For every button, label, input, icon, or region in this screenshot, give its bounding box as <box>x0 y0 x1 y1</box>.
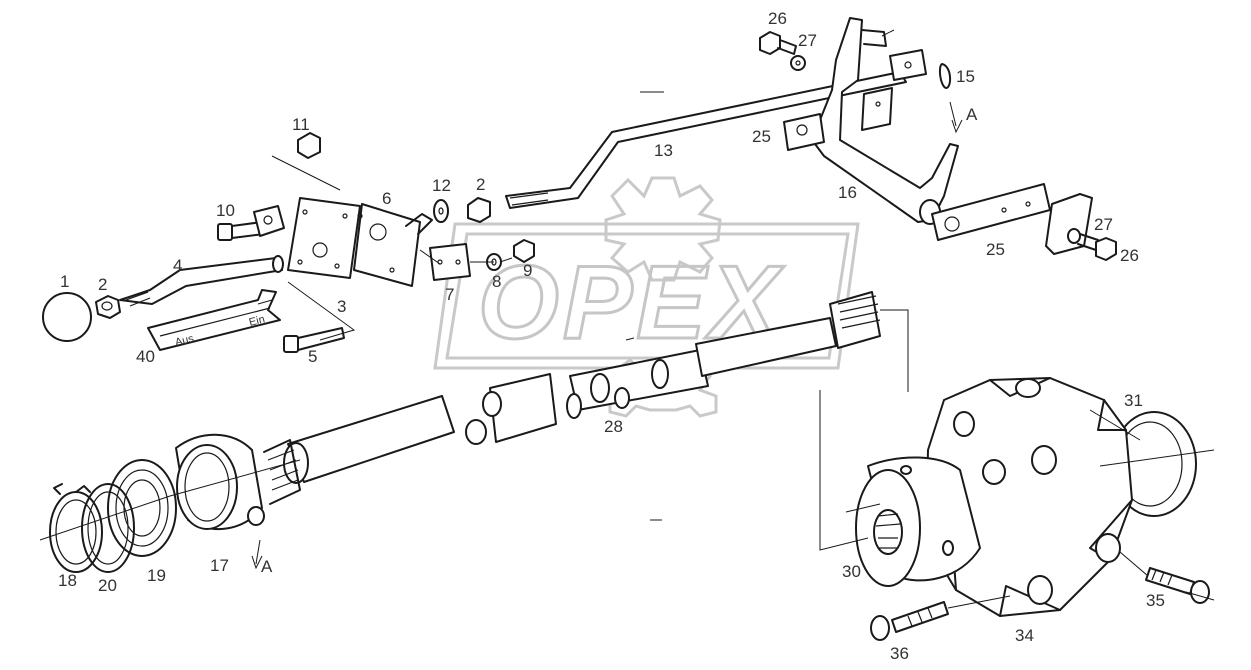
label-16: 16 <box>838 183 857 202</box>
part-17-housing <box>175 433 301 531</box>
label-a-top: A <box>966 105 978 124</box>
part-1-knob <box>42 292 92 342</box>
part-18-circlip <box>49 483 103 573</box>
label-3: 3 <box>337 297 346 316</box>
part-2-nut-right <box>467 197 491 223</box>
part-36-bolt <box>870 601 949 641</box>
label-a-bottom: A <box>261 557 273 576</box>
label-27-lower: 27 <box>1094 215 1113 234</box>
label-25-upper: 25 <box>752 127 771 146</box>
label-20: 20 <box>98 576 117 595</box>
label-30: 30 <box>842 562 861 581</box>
label-18: 18 <box>58 571 77 590</box>
label-1: 1 <box>60 272 69 291</box>
label-35: 35 <box>1146 591 1165 610</box>
label-2-right: 2 <box>476 175 485 194</box>
callout-labels: 1 2 4 40 10 11 3 5 6 12 2 7 8 9 13 26 27… <box>58 9 1165 663</box>
part-28-shaft <box>283 291 881 484</box>
label-10: 10 <box>216 201 235 220</box>
part-10-bolt <box>217 205 285 241</box>
label-34: 34 <box>1015 626 1034 645</box>
leader-lines <box>39 29 1215 609</box>
label-4: 4 <box>173 256 182 275</box>
part-11-nut <box>297 132 321 159</box>
part-5-bolt <box>283 327 345 353</box>
label-7: 7 <box>445 285 454 304</box>
part-27-washer-top <box>790 55 806 71</box>
scale-label-ein: Ein <box>248 313 266 328</box>
label-27-top: 27 <box>798 31 817 50</box>
part-13-rod <box>505 71 907 209</box>
part-31-ring <box>1111 411 1197 517</box>
label-11: 11 <box>292 115 310 134</box>
label-36: 36 <box>890 644 909 663</box>
part-15-clip <box>938 63 952 89</box>
part-4-rod <box>119 255 284 307</box>
label-40: 40 <box>136 347 155 366</box>
part-26-bolt-lower <box>1077 233 1117 261</box>
label-8: 8 <box>492 272 501 291</box>
label-28: 28 <box>604 417 623 436</box>
label-15: 15 <box>956 67 975 86</box>
part-9-nut <box>513 239 535 263</box>
part-25-plate-upper <box>783 113 825 151</box>
label-26-lower: 26 <box>1120 246 1139 265</box>
part-12-washer <box>433 199 449 223</box>
part-40-scale-plate: Aus Ein <box>147 289 281 351</box>
part-6-bracket <box>353 203 433 287</box>
label-6: 6 <box>382 189 391 208</box>
label-2-left: 2 <box>98 275 107 294</box>
part-7-bracket <box>429 243 471 281</box>
label-25-lower: 25 <box>986 240 1005 259</box>
label-13: 13 <box>654 141 673 160</box>
part-16-lever <box>811 17 959 225</box>
label-5: 5 <box>308 347 317 366</box>
label-17: 17 <box>210 556 229 575</box>
part-27-block <box>1045 193 1093 255</box>
part-26-bolt-top <box>759 31 797 55</box>
part-3-plate <box>287 197 361 279</box>
part-34-coupling <box>925 377 1133 617</box>
part-19-bearing <box>107 459 177 557</box>
part-27-washer-lower <box>1067 228 1081 244</box>
part-2-nut-left <box>95 295 121 319</box>
label-9: 9 <box>523 261 532 280</box>
part-30-hub <box>855 456 981 587</box>
part-20-ring <box>81 483 135 573</box>
part-25-plate-lower <box>931 183 1051 241</box>
scale-label-aus: Aus <box>174 333 196 349</box>
label-12: 12 <box>432 176 451 195</box>
label-31: 31 <box>1124 391 1143 410</box>
label-19: 19 <box>147 566 166 585</box>
label-26-top: 26 <box>768 9 787 28</box>
